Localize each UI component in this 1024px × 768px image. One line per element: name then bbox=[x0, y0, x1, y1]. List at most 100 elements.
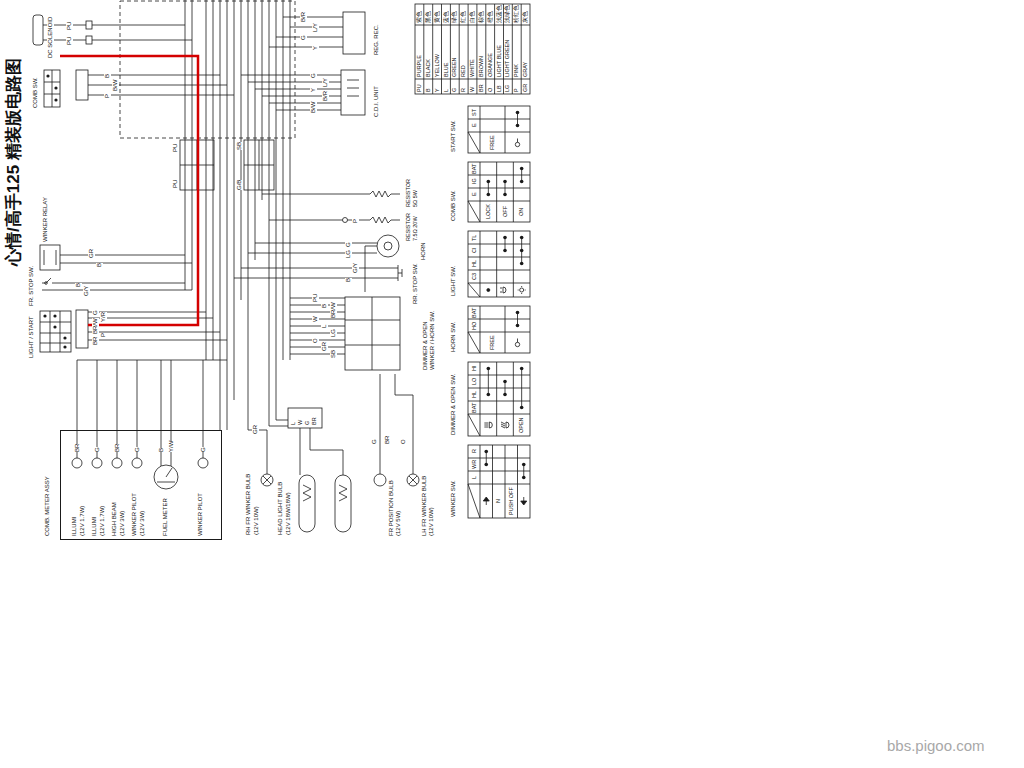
switch-grid bbox=[468, 231, 530, 297]
wire-code: L/Y bbox=[322, 78, 329, 87]
contact-link bbox=[486, 452, 487, 465]
component-label: C.D.I. UNIT bbox=[373, 86, 380, 117]
low-beam-icon bbox=[506, 422, 509, 428]
switch-position: OPEN bbox=[518, 417, 525, 433]
wire-code: O bbox=[312, 338, 319, 343]
color-code: Y bbox=[434, 88, 441, 92]
contact-link bbox=[521, 369, 522, 408]
contact-dot bbox=[520, 236, 524, 240]
terminal-name: E bbox=[471, 124, 478, 128]
component-label: FUEL METER bbox=[162, 498, 169, 536]
component-label: WINKER PILOT bbox=[197, 493, 204, 536]
off-icon bbox=[487, 289, 490, 292]
component: REG. REC. bbox=[335, 5, 385, 60]
color-name-cn: 白色 bbox=[469, 11, 476, 23]
wire-code: Y bbox=[312, 46, 319, 50]
wire-code: SB bbox=[236, 142, 243, 150]
contact-dot bbox=[503, 193, 507, 197]
component: FR. STOP SW. bbox=[26, 262, 56, 308]
switch-position: PUSH OFF bbox=[508, 487, 515, 515]
arrow-icon bbox=[486, 501, 487, 505]
wire-code: O bbox=[400, 439, 407, 444]
switch-grid bbox=[468, 306, 530, 353]
wire-code: GR bbox=[321, 342, 328, 351]
arrow-icon bbox=[521, 501, 527, 505]
arrow-icon bbox=[483, 497, 489, 501]
wire-code: PU bbox=[66, 22, 73, 30]
terminal-name: TL bbox=[471, 234, 478, 240]
color-name: BLACK bbox=[425, 59, 432, 77]
meter-lamp: FUEL METER bbox=[151, 455, 181, 537]
color-name-cn: 红色 bbox=[460, 11, 467, 23]
meter-lamp: ILLUMI(12V 1.7W) bbox=[91, 455, 107, 537]
wire-connector bbox=[365, 246, 377, 292]
contact-link bbox=[523, 465, 524, 478]
component-label: WINKER RELAY bbox=[42, 197, 49, 242]
component-label: HEAD LIGHT BULB bbox=[277, 482, 284, 535]
headlight-icon bbox=[520, 288, 524, 292]
wire-code: G bbox=[300, 35, 307, 40]
wire-code: B bbox=[345, 278, 352, 282]
component-label: RESISTOR 7.5Ω 20W bbox=[405, 209, 419, 241]
contact-dot bbox=[520, 180, 524, 184]
color-name: LIGHT BLUE bbox=[496, 45, 503, 77]
wire-code: Y bbox=[310, 88, 317, 92]
watermark: bbs.pigoo.com bbox=[887, 737, 985, 755]
component: COMB. METER ASSYILLUMI(12V 1.7W)ILLUMI(1… bbox=[60, 430, 222, 540]
contact-dot bbox=[487, 193, 491, 197]
component-label: HIGH BEAM bbox=[111, 502, 118, 536]
terminal-name: HI bbox=[471, 366, 478, 372]
color-code: B bbox=[425, 88, 432, 92]
color-code: PU bbox=[416, 84, 423, 92]
color-code: BR bbox=[478, 84, 485, 92]
color-name: RED bbox=[460, 65, 467, 77]
switch-position: OFF bbox=[502, 206, 509, 217]
wire-code: B bbox=[158, 448, 165, 452]
component-label: ILLUMI bbox=[71, 517, 78, 536]
color-name-cn: 橙色 bbox=[487, 11, 494, 23]
contact-dot bbox=[516, 111, 520, 115]
component: COMB SW. bbox=[30, 62, 94, 112]
switch-grid bbox=[468, 306, 530, 353]
contact-link bbox=[488, 369, 489, 395]
rating-label: (12V 1.7W) bbox=[99, 506, 106, 536]
headlight-icon bbox=[518, 286, 526, 294]
wire-code: P bbox=[100, 333, 107, 337]
color-code: LB bbox=[496, 85, 503, 92]
wire-code: LG bbox=[330, 329, 337, 337]
switch-grid bbox=[468, 162, 530, 222]
color-name-cn: 黑色 bbox=[425, 11, 432, 23]
component: HEAD LIGHT BULB(12V 18W/18W) bbox=[277, 440, 362, 540]
switch-icon bbox=[518, 286, 526, 294]
switch-position: ON bbox=[518, 207, 525, 215]
component-label: START SW. bbox=[450, 120, 457, 152]
wire-code: L/Y bbox=[312, 23, 319, 32]
contact-dot bbox=[484, 450, 488, 454]
component: DC SOLENOID bbox=[30, 10, 60, 60]
terminal-name: R bbox=[471, 450, 478, 454]
wire-code: G bbox=[200, 447, 207, 452]
color-name: LIGHT GREEN bbox=[504, 40, 511, 77]
wire-code: PU bbox=[312, 294, 319, 302]
wire-code: G bbox=[345, 242, 352, 247]
color-code: L bbox=[443, 89, 450, 92]
contact-dot bbox=[487, 367, 491, 371]
contact-link bbox=[521, 238, 522, 264]
color-code: G bbox=[451, 88, 458, 92]
component-label: FR POSITION BULB bbox=[388, 480, 395, 536]
wire-code: P bbox=[352, 219, 359, 223]
meter-lamp: WINKER PILOT(12V 3W) bbox=[131, 455, 147, 537]
wire-code: G/B bbox=[236, 180, 243, 190]
rating-label: (12V 1.7W) bbox=[79, 506, 86, 536]
component-label: REG. REC. bbox=[373, 24, 380, 55]
push-icon bbox=[515, 342, 519, 346]
wire-code: PU bbox=[172, 144, 179, 152]
contact-link bbox=[505, 238, 506, 251]
component: LH FR WINKER BULB(12V 10W) bbox=[405, 450, 435, 540]
color-name-cn: 灰色 bbox=[522, 11, 529, 23]
color-name: PINK bbox=[513, 64, 520, 77]
wire-connector bbox=[380, 374, 381, 450]
high-beam-icon bbox=[489, 422, 492, 428]
switch-grid bbox=[468, 162, 530, 222]
wire-code: BR/W bbox=[92, 318, 99, 334]
